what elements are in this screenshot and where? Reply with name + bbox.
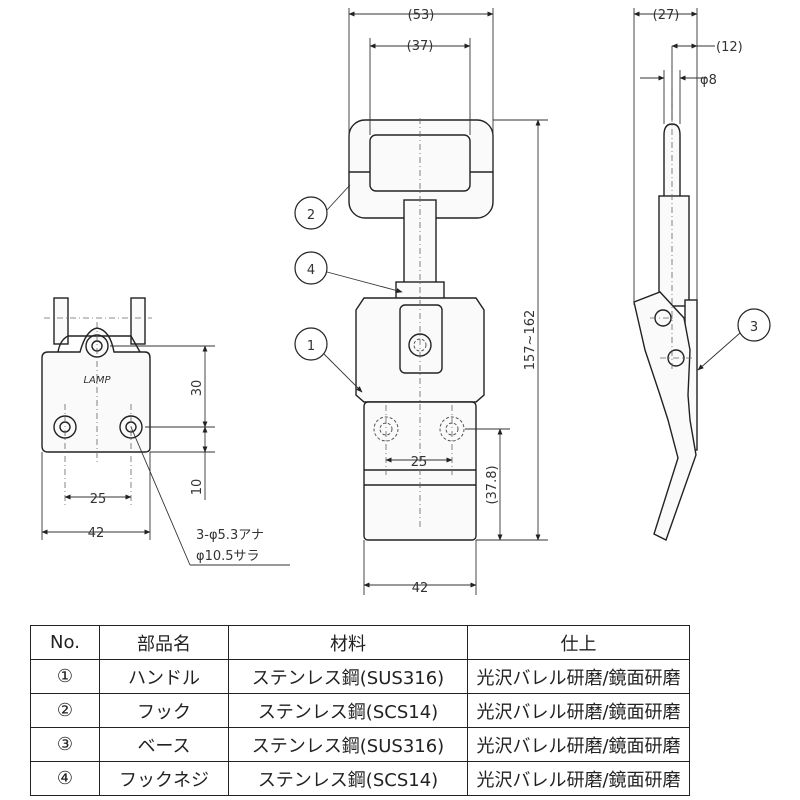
front-dim-42: 42	[412, 581, 429, 596]
callout-3-label: 3	[750, 320, 758, 335]
cell-material: ステンレス鋼(SCS14)	[228, 761, 468, 796]
table-row: ④ フックネジ ステンレス鋼(SCS14) 光沢バレル研磨/鏡面研磨	[30, 761, 690, 796]
front-dim-37-8: (37.8)	[485, 465, 500, 504]
callout-1-label: 1	[307, 339, 315, 354]
table-row: ② フック ステンレス鋼(SCS14) 光沢バレル研磨/鏡面研磨	[30, 693, 690, 728]
table-row: ③ ベース ステンレス鋼(SUS316) 光沢バレル研磨/鏡面研磨	[30, 727, 690, 762]
cell-finish: 光沢バレル研磨/鏡面研磨	[467, 761, 690, 796]
callout-4-label: 4	[307, 263, 315, 278]
cell-material: ステンレス鋼(SUS316)	[228, 659, 468, 694]
cell-material: ステンレス鋼(SUS316)	[228, 727, 468, 762]
table-row: ① ハンドル ステンレス鋼(SUS316) 光沢バレル研磨/鏡面研磨	[30, 659, 690, 694]
callout-4: 4	[294, 251, 403, 293]
front-dim-157-162: 157~162	[523, 310, 538, 371]
base-dim-10: 10	[190, 479, 205, 496]
cell-part-name: ハンドル	[99, 659, 229, 694]
hole-note-2: φ10.5サラ	[196, 549, 260, 564]
technical-drawing: LAMP 30 10 25 42 3-φ5.3アナ	[41, 8, 771, 596]
side-dim-12: (12)	[716, 40, 743, 55]
front-dim-37: (37)	[407, 39, 434, 54]
callout-2-label: 2	[307, 208, 315, 223]
cell-no: ②	[30, 693, 100, 728]
side-dim-phi8: φ8	[700, 73, 717, 88]
cell-part-name: フックネジ	[99, 761, 229, 796]
header-material: 材料	[228, 625, 468, 660]
cell-no: ③	[30, 727, 100, 762]
cell-part-name: ベース	[99, 727, 229, 762]
parts-table: No. 部品名 材料 仕上 ① ハンドル ステンレス鋼(SUS316) 光沢バレ…	[30, 625, 690, 796]
table-header-row: No. 部品名 材料 仕上	[30, 625, 690, 660]
hole-note-1: 3-φ5.3アナ	[196, 528, 264, 543]
cell-finish: 光沢バレル研磨/鏡面研磨	[467, 693, 690, 728]
callout-1: 1	[294, 327, 363, 393]
base-dim-25: 25	[90, 492, 107, 507]
base-logo: LAMP	[83, 375, 111, 386]
header-no: No.	[30, 625, 100, 660]
base-plate-view: LAMP 30 10 25 42 3-φ5.3アナ	[41, 297, 290, 566]
front-dim-53: (53)	[408, 8, 435, 23]
front-dim-25: 25	[411, 455, 428, 470]
front-view: (53) (37) 25 42 157~162 (37.8)	[348, 8, 548, 596]
cell-no: ①	[30, 659, 100, 694]
base-dim-30: 30	[190, 380, 205, 397]
header-finish: 仕上	[467, 625, 690, 660]
side-dim-27: (27)	[653, 8, 680, 23]
cell-part-name: フック	[99, 693, 229, 728]
callout-2: 2	[294, 184, 351, 230]
base-dim-42: 42	[88, 526, 105, 541]
cell-material: ステンレス鋼(SCS14)	[228, 693, 468, 728]
cell-finish: 光沢バレル研磨/鏡面研磨	[467, 659, 690, 694]
cell-no: ④	[30, 761, 100, 796]
header-part-name: 部品名	[99, 625, 229, 660]
side-view: (27) (12) φ8	[633, 8, 743, 541]
callout-3: 3	[697, 308, 771, 371]
cell-finish: 光沢バレル研磨/鏡面研磨	[467, 727, 690, 762]
